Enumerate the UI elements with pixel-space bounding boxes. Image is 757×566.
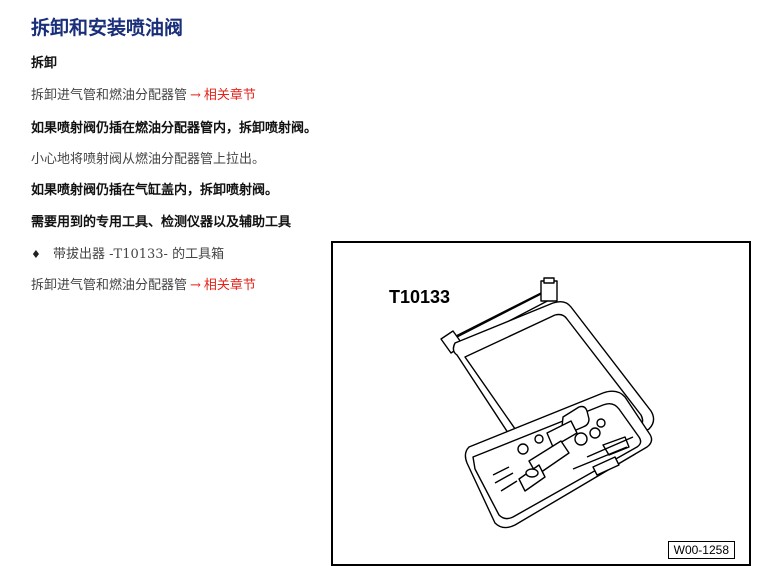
step-remove-pipe: 拆卸进气管和燃油分配器管→相关章节: [31, 84, 256, 103]
step-text: 拆卸进气管和燃油分配器管: [31, 88, 188, 103]
condition-in-rail: 如果喷射阀仍插在燃油分配器管内，拆卸喷射阀。: [31, 121, 318, 136]
step-pull-out: 小心地将喷射阀从燃油分配器管上拉出。: [31, 152, 266, 167]
figure-id-label: W00-1258: [667, 541, 735, 559]
section-heading: 拆卸: [31, 56, 58, 71]
tool-case-figure: T10133 W00-1258: [331, 241, 751, 566]
arrow-icon: →: [190, 88, 201, 103]
bullet-icon: ♦: [31, 248, 41, 261]
related-chapter-link[interactable]: 相关章节: [203, 88, 256, 103]
tool-list-item: ♦ 带拔出器 -T10133- 的工具箱: [31, 243, 224, 262]
tool-case-illustration: [440, 277, 655, 529]
tool-code-label: T10133: [389, 287, 451, 307]
tools-heading: 需要用到的专用工具、检测仪器以及辅助工具: [31, 215, 292, 230]
step-remove-pipe-2: 拆卸进气管和燃油分配器管→相关章节: [31, 274, 256, 293]
tool-list-text: 带拔出器 -T10133- 的工具箱: [53, 247, 225, 262]
condition-in-head: 如果喷射阀仍插在气缸盖内，拆卸喷射阀。: [31, 183, 279, 198]
page-title: 拆卸和安装喷油阀: [31, 17, 184, 39]
related-chapter-link-2[interactable]: 相关章节: [203, 278, 256, 293]
step-text-2: 拆卸进气管和燃油分配器管: [31, 278, 188, 293]
arrow-icon: →: [190, 278, 201, 293]
